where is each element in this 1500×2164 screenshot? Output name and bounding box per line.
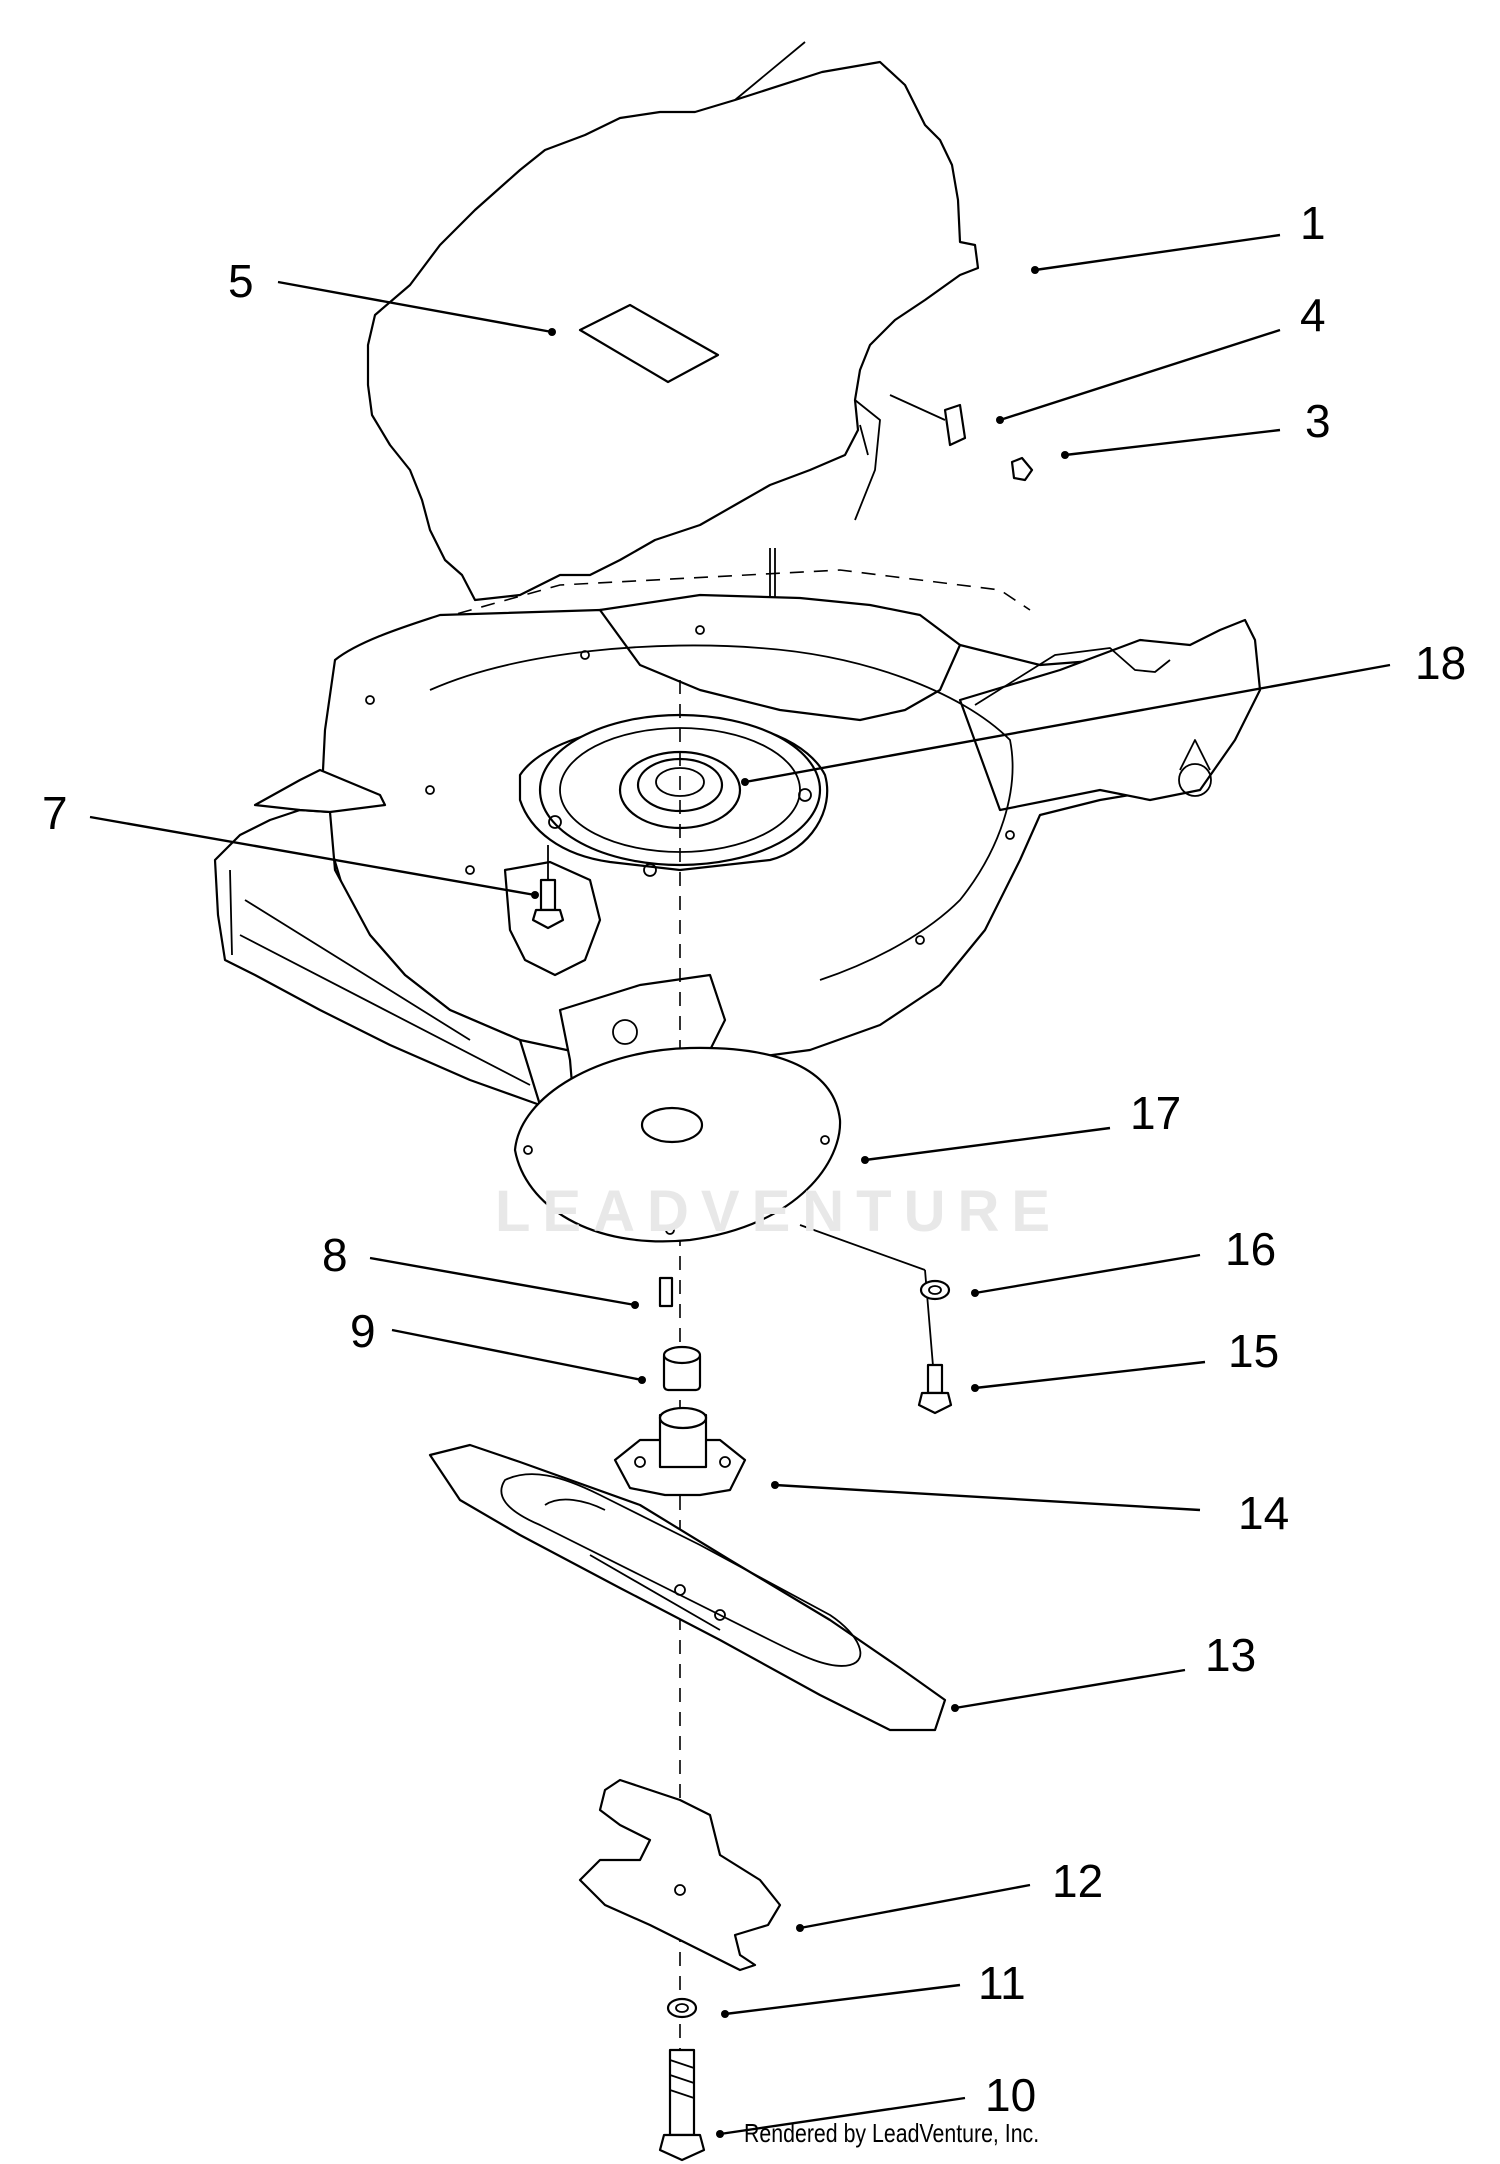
leader-dot-10	[716, 2130, 724, 2138]
callout-3: 3	[1305, 395, 1331, 447]
leader-16	[974, 1253, 1201, 1295]
callout-11: 11	[978, 1957, 1026, 2009]
leader-14	[774, 1483, 1201, 1512]
callout-4: 4	[1300, 289, 1326, 341]
rendered-by-credit: Rendered by LeadVenture, Inc.	[744, 2118, 1040, 2148]
leader-13	[954, 1668, 1186, 1710]
leader-12	[799, 1883, 1031, 1930]
callout-16: 16	[1225, 1223, 1277, 1275]
blade-part-13	[428, 1443, 947, 1732]
key-part-8	[658, 1276, 674, 1308]
leader-5	[277, 280, 553, 334]
leader-dot-5	[548, 328, 556, 336]
engine-part-1	[366, 41, 980, 615]
leader-dot-9	[638, 1376, 646, 1384]
washer-part-11	[666, 1997, 698, 2019]
callout-10: 10	[985, 2069, 1037, 2121]
leader-lines	[89, 233, 1391, 2138]
callout-9: 9	[350, 1305, 376, 1357]
leader-1	[1034, 233, 1281, 272]
leader-dot-16	[971, 1289, 979, 1297]
leader-8	[369, 1256, 636, 1307]
leader-7	[89, 815, 536, 897]
watermark-text: LEADVENTURE	[495, 1179, 1063, 1244]
leader-dot-14	[771, 1481, 779, 1489]
decal-part-5	[578, 303, 720, 384]
leader-4	[999, 328, 1281, 422]
sail-part-12	[578, 1778, 782, 1972]
bolt-part-7	[531, 845, 565, 930]
leader-dot-8	[631, 1301, 639, 1309]
leader-dot-17	[861, 1156, 869, 1164]
screw-part-3	[1010, 456, 1034, 482]
callout-17: 17	[1130, 1087, 1182, 1139]
blade-adapter-part-14	[613, 1406, 747, 1497]
leader-9	[391, 1328, 643, 1382]
callout-12: 12	[1052, 1855, 1104, 1907]
leader-dot-12	[796, 1924, 804, 1932]
leader-dot-3	[1061, 451, 1069, 459]
leader-dot-15	[971, 1384, 979, 1392]
callout-14: 14	[1238, 1487, 1290, 1539]
leader-dot-1	[1031, 266, 1039, 274]
leader-dot-4	[996, 416, 1004, 424]
leader-10	[719, 2096, 966, 2136]
callout-15: 15	[1228, 1325, 1280, 1377]
leader-dot-7	[531, 891, 539, 899]
leader-dot-11	[721, 2010, 729, 2018]
callout-18: 18	[1415, 637, 1467, 689]
leader-dot-13	[951, 1704, 959, 1712]
leader-11	[724, 1983, 961, 2016]
clip-part-4	[889, 394, 967, 447]
callout-7: 7	[42, 787, 68, 839]
callout-5: 5	[228, 255, 254, 307]
leader-3	[1064, 428, 1281, 457]
leader-dot-18	[741, 778, 749, 786]
leader-15	[974, 1360, 1206, 1390]
callout-1: 1	[1300, 197, 1326, 249]
leader-17	[864, 1126, 1111, 1162]
leader-18	[744, 663, 1391, 784]
spacer-part-9	[662, 1345, 702, 1392]
bolt-part-15	[917, 1363, 953, 1415]
nut-part-16	[919, 1279, 951, 1301]
bolt-part-10	[658, 2048, 706, 2162]
callout-8: 8	[322, 1229, 348, 1281]
callout-13: 13	[1205, 1629, 1257, 1681]
